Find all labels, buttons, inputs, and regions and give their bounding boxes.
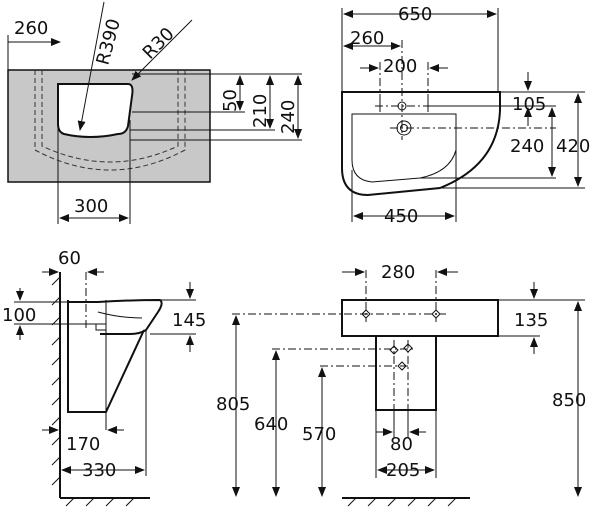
- side-view: 60 170 330 100 145: [2, 248, 206, 507]
- basin-front: [341, 299, 499, 337]
- dim-240-right: 240: [510, 136, 544, 157]
- pedestal-front: [375, 336, 437, 411]
- dim-170: 170: [66, 434, 100, 455]
- top-right-view: 650 260 200 105 240 420 450: [341, 4, 590, 227]
- dim-640: 640: [254, 414, 288, 435]
- dim-300: 300: [74, 196, 108, 217]
- leader-r390: [77, 1, 105, 131]
- wall-hatching: [51, 276, 61, 486]
- dim-260-right: 260: [350, 28, 384, 49]
- front-view: 280 135 805 640 570 850 80 205: [216, 262, 586, 507]
- floor-hatching: [65, 497, 135, 507]
- dim-850: 850: [552, 390, 586, 411]
- dim-50: 50: [220, 89, 241, 112]
- bowl-opening: [57, 83, 134, 138]
- dim-420: 420: [556, 136, 590, 157]
- dim-450: 450: [384, 206, 418, 227]
- pedestal-side-profile: [67, 300, 145, 413]
- dim-650: 650: [398, 4, 432, 25]
- inner-outline: [41, 70, 179, 163]
- floor-hatching: [347, 497, 457, 507]
- dim-80: 80: [390, 434, 413, 455]
- dim-205: 205: [386, 460, 420, 481]
- dim-60: 60: [58, 248, 81, 269]
- dim-100: 100: [2, 305, 36, 326]
- top-left-view: 260 R390 R30 50 210 240 300: [7, 1, 302, 224]
- dim-r30: R30: [139, 24, 179, 64]
- dim-145: 145: [172, 310, 206, 331]
- dim-r390: R390: [93, 17, 125, 68]
- dim-105: 105: [512, 94, 546, 115]
- dim-260-left: 260: [14, 18, 48, 39]
- overflow: [95, 323, 107, 331]
- dim-280: 280: [381, 262, 415, 283]
- basin-side-profile: [68, 298, 163, 335]
- dim-200: 200: [383, 56, 417, 77]
- dim-240-left: 240: [278, 100, 299, 134]
- dim-805: 805: [216, 394, 250, 415]
- leader-r30: [131, 19, 193, 81]
- dim-210: 210: [250, 94, 271, 128]
- dim-570: 570: [302, 424, 336, 445]
- basin-outline: [341, 91, 501, 197]
- dim-135: 135: [514, 310, 548, 331]
- dim-330: 330: [82, 460, 116, 481]
- large-radius-outline: [34, 70, 186, 171]
- waste-point-3: [397, 361, 407, 371]
- basin-inner-line: [97, 311, 143, 319]
